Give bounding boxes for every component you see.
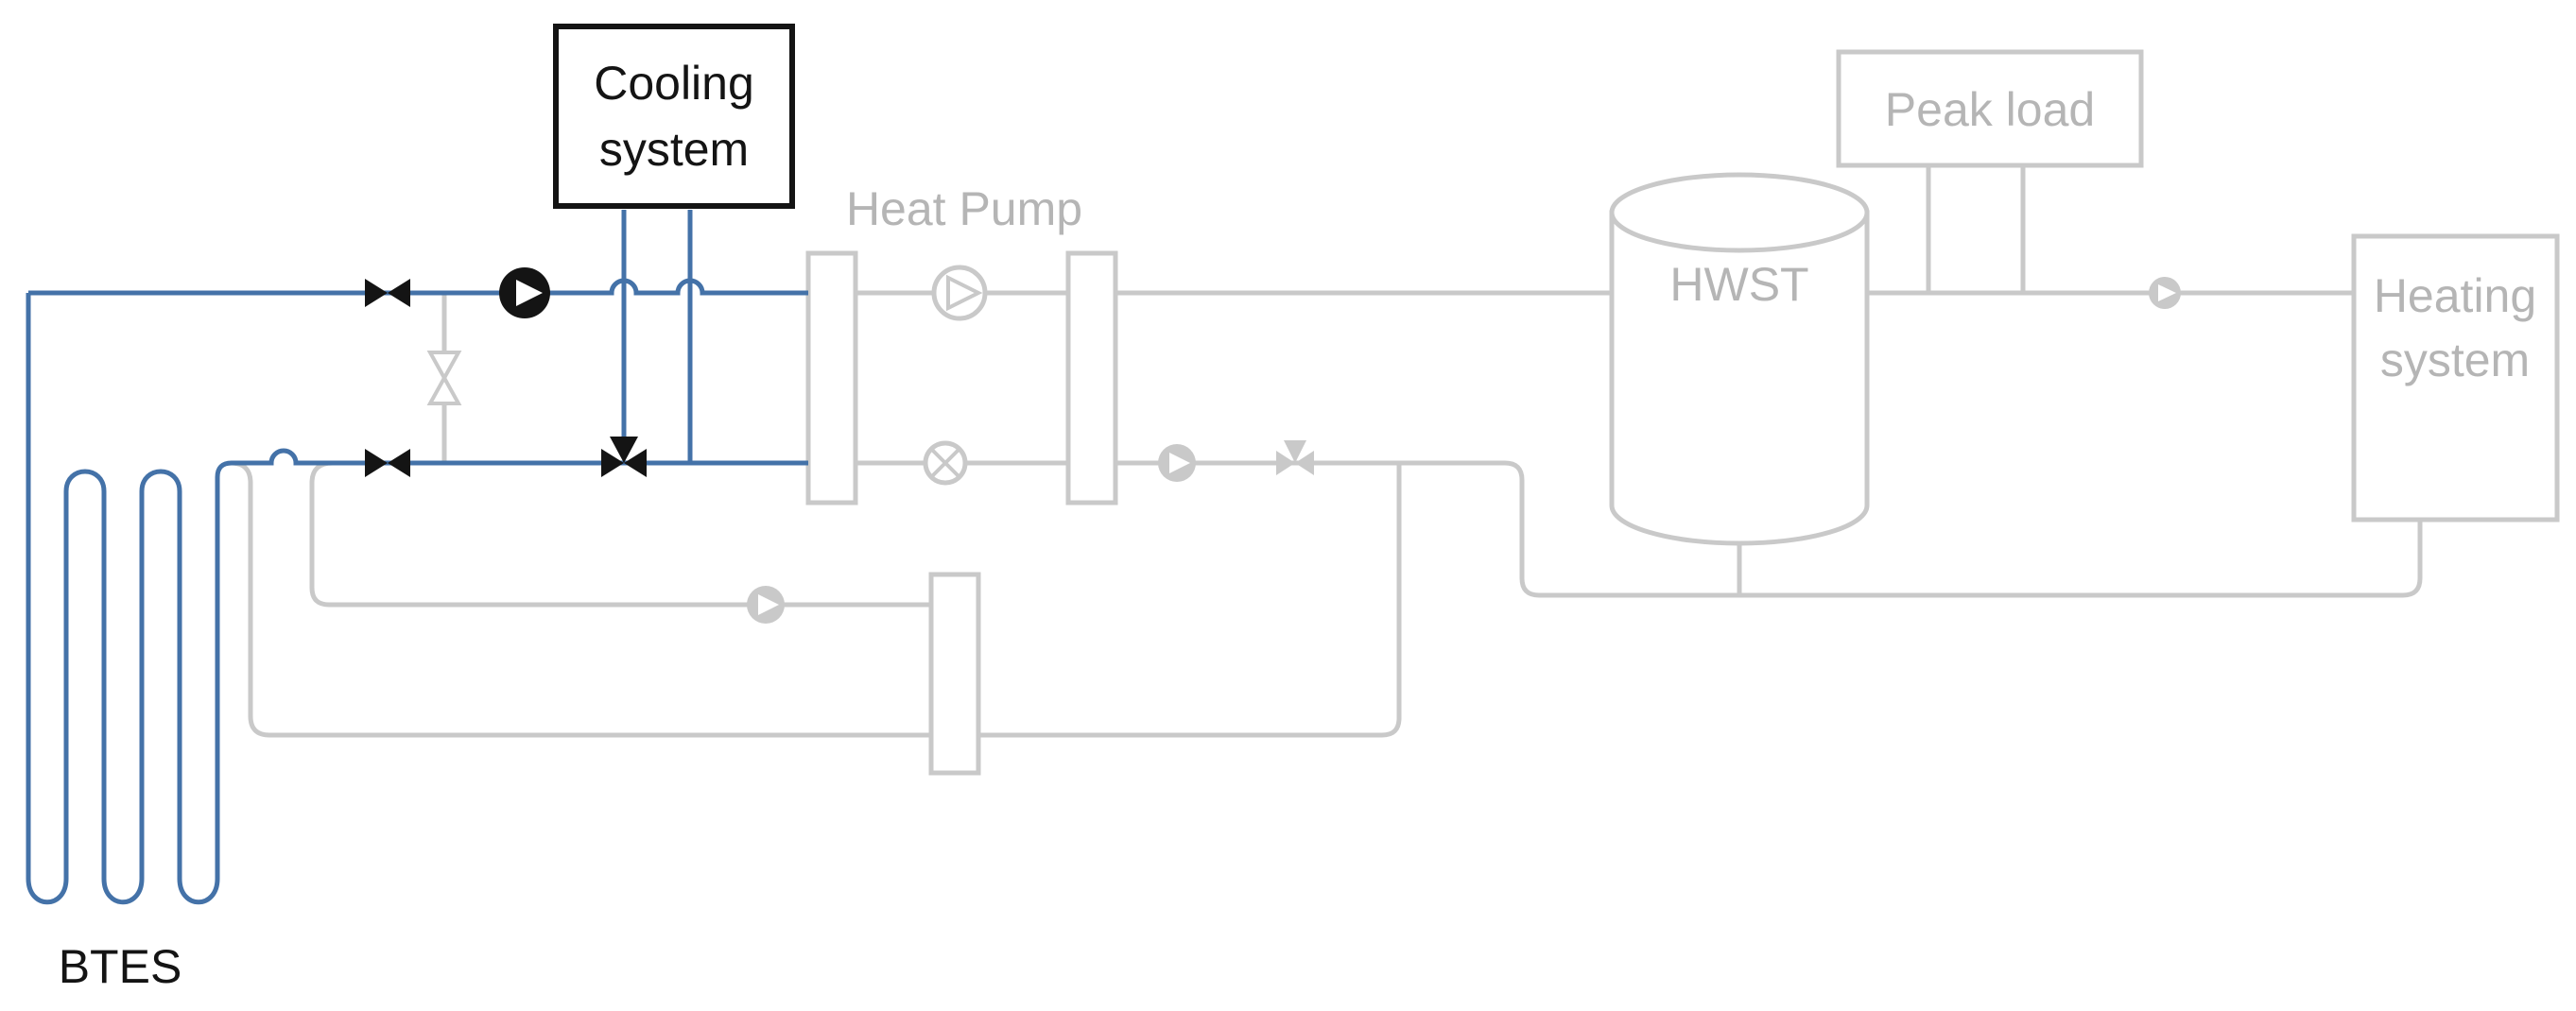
btes-coil <box>26 293 233 905</box>
hwst-tank-body <box>1609 210 1870 546</box>
expansion-valve-icon <box>923 440 968 486</box>
btes-label: BTES <box>59 940 182 993</box>
hwst-tank: HWST <box>1609 172 1870 546</box>
circulation-pump-icon <box>499 267 550 318</box>
condenser-pump-icon <box>1158 444 1196 482</box>
active-pipe-network <box>26 210 808 905</box>
passive-loop-long-pipe <box>230 460 1402 738</box>
peak-load-box: Peak load <box>1836 49 2144 168</box>
hwst-tank-top <box>1609 172 1870 253</box>
passive-heat-exchanger <box>928 572 981 776</box>
btes-supply-valve-icon <box>365 279 410 307</box>
bypass-valve-icon <box>426 351 462 405</box>
condenser-heat-exchanger <box>1065 250 1118 506</box>
heating-system-box: Heating system <box>2351 233 2560 523</box>
compressor-icon <box>931 265 988 321</box>
btes-return-valve-icon <box>365 449 410 477</box>
heating-pump-icon <box>2149 277 2181 309</box>
hwst-label: HWST <box>1669 258 1808 311</box>
btes-supply-pipe <box>28 278 808 296</box>
diverter-valve-icon <box>1276 440 1314 475</box>
inactive-pipe-network <box>230 165 2423 738</box>
heating-system-label-line2: system <box>2380 334 2530 386</box>
condenser-return-and-heating-return-pipe <box>1115 460 2423 598</box>
cooling-system-box: Cooling system <box>553 24 795 209</box>
heating-system-label-line1: Heating <box>2374 269 2536 322</box>
cooling-system-label-line2: system <box>599 123 749 176</box>
btes-return-pipe <box>232 448 808 466</box>
peak-load-label: Peak load <box>1885 83 2095 136</box>
heat-pump-label: Heat Pump <box>846 182 1082 235</box>
three-way-valve-icon <box>601 437 647 477</box>
passive-loop-pump-icon <box>747 586 785 624</box>
cooling-system-label-line1: Cooling <box>594 57 754 110</box>
evaporator-heat-exchanger <box>805 250 858 506</box>
